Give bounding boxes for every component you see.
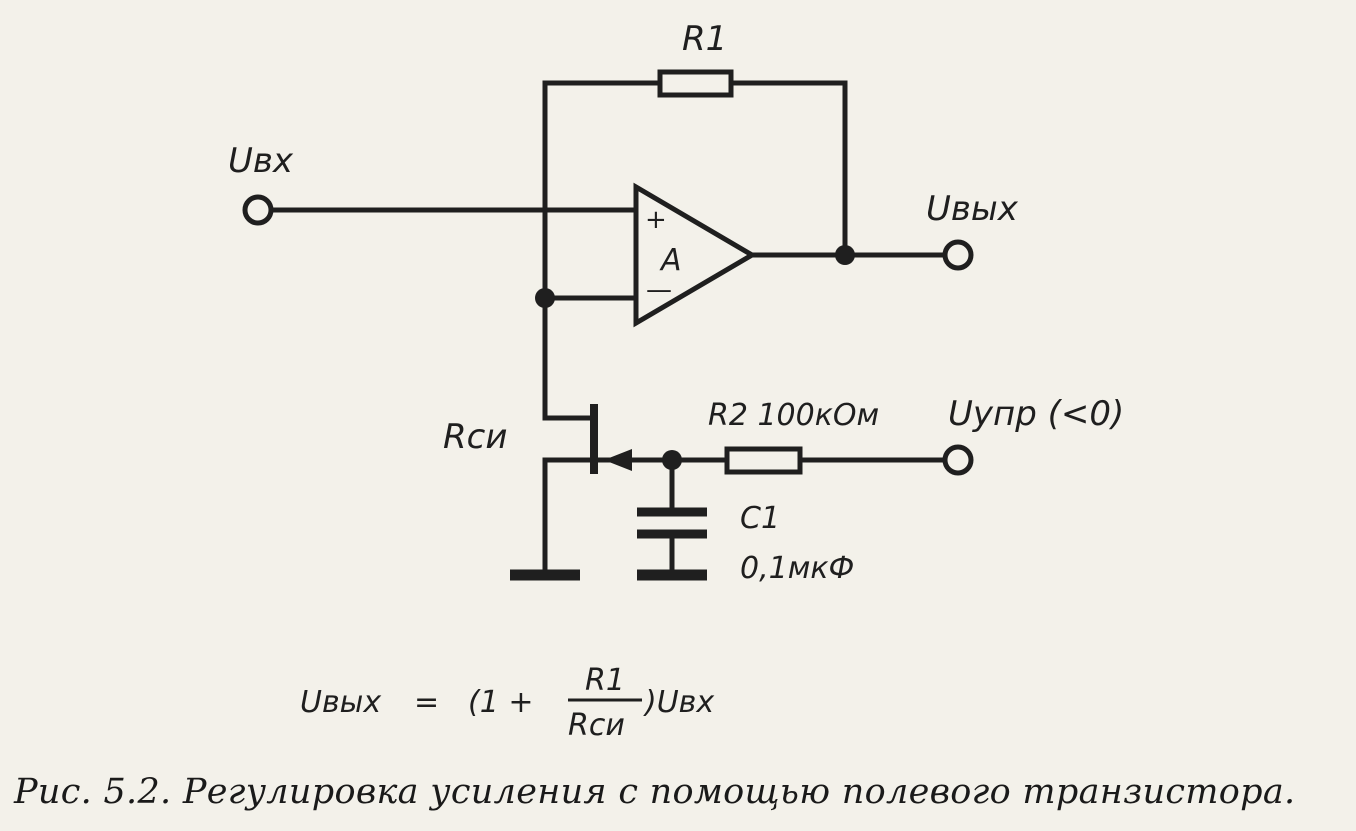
label-uout: Uвых [926, 189, 1019, 229]
figure-caption: Рис. 5.2. Регулировка усиления с помощью… [14, 772, 1296, 812]
output-terminal [942, 239, 974, 271]
label-rsi: Rси [443, 417, 507, 457]
formula-close: )Uвх [643, 685, 714, 720]
gain-formula: Uвых = (1 + R1 Rси )Uвх [300, 663, 714, 743]
opamp-triangle [633, 182, 757, 328]
output-node [835, 245, 855, 265]
inverting-node [535, 288, 555, 308]
formula-open: (1 + [468, 685, 533, 720]
label-r2: R2 100кОм [708, 398, 879, 433]
label-uin: Uвх [228, 141, 294, 181]
formula-equals: = [414, 685, 439, 720]
label-c1-value: 0,1мкФ [740, 551, 854, 586]
formula-numerator: R1 [585, 663, 625, 698]
label-uctrl: Uупр (<0) [948, 394, 1124, 434]
resistor-r2 [724, 446, 803, 475]
input-terminal [242, 194, 274, 226]
resistor-r1 [657, 69, 734, 98]
opamp-minus: — [646, 275, 672, 305]
capacitor-c1 [637, 457, 707, 578]
opamp-label: A [659, 243, 682, 278]
opamp-plus: + [645, 205, 667, 235]
control-terminal [942, 444, 974, 476]
label-r1: R1 [682, 19, 727, 59]
formula-lhs: Uвых [300, 685, 381, 720]
fet-transistor [542, 404, 675, 578]
label-c1: C1 [740, 501, 780, 536]
formula-denominator: Rси [568, 708, 625, 743]
